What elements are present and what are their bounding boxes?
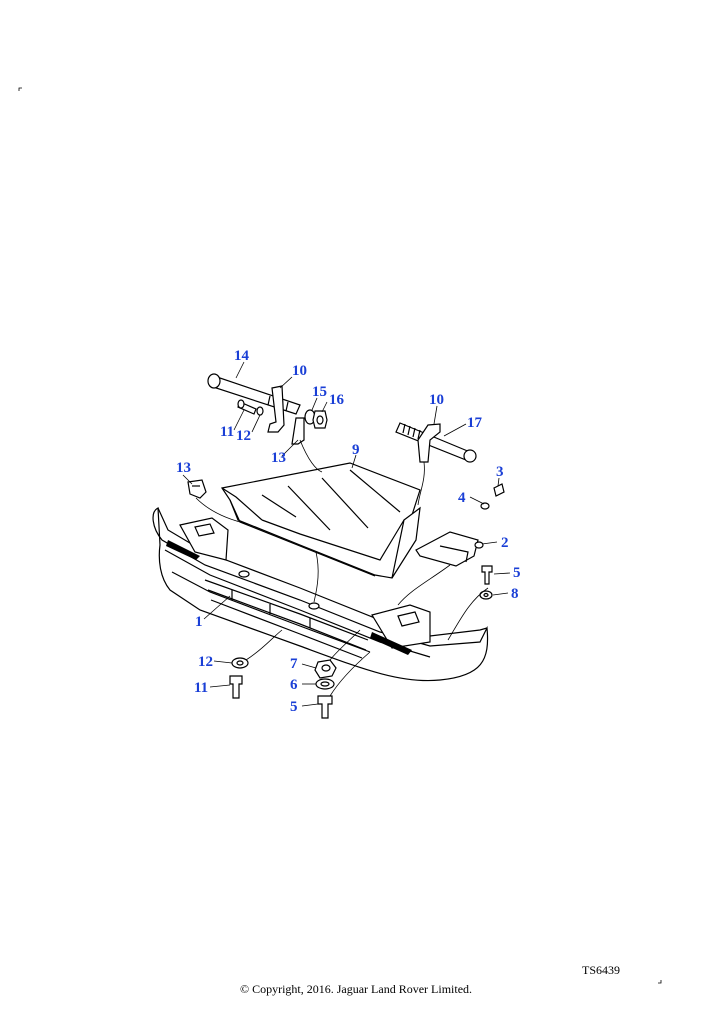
callout-12-lower: 12 (198, 654, 213, 670)
callout-9: 9 (352, 442, 360, 458)
callout-5-right: 5 (513, 565, 521, 581)
corner-mark-bottom-right (658, 980, 662, 984)
callout-14: 14 (234, 348, 250, 364)
clip-13-left (187, 479, 207, 499)
corner-mark-top-left (18, 87, 22, 91)
callout-13-upper: 13 (271, 450, 286, 466)
nut-16 (312, 410, 328, 429)
callout-7: 7 (290, 656, 298, 672)
bolt-11-lower (229, 675, 243, 699)
callout-1: 1 (195, 614, 203, 630)
washer-12-lower (231, 657, 249, 669)
washer-6 (315, 678, 335, 690)
mounting-bar-left (207, 373, 305, 445)
mounting-bar-right (395, 422, 477, 463)
copyright-notice: © Copyright, 2016. Jaguar Land Rover Lim… (239, 982, 473, 996)
washer-12-upper (256, 406, 264, 416)
side-bracket (415, 531, 484, 567)
callout-2: 2 (501, 535, 509, 551)
callout-3: 3 (496, 464, 504, 480)
undertray-panel (221, 462, 421, 579)
callout-5-lower: 5 (290, 699, 298, 715)
washer-8 (479, 590, 493, 600)
callout-11-upper: 11 (220, 424, 234, 440)
callout-labels: 14 10 15 16 11 12 13 9 10 17 3 4 13 2 5 … (176, 348, 521, 715)
callout-13-left: 13 (176, 460, 191, 476)
callout-6: 6 (290, 677, 298, 693)
clip-3 (493, 483, 505, 497)
callout-16: 16 (329, 392, 345, 408)
nut-7 (314, 659, 337, 679)
callout-10-left: 10 (292, 363, 307, 379)
callout-12-upper: 12 (236, 428, 251, 444)
screw-5-lower (317, 695, 333, 719)
bumper-assembly (152, 507, 489, 682)
bolt-11-upper (237, 399, 257, 415)
callout-11-lower: 11 (194, 680, 208, 696)
nut-4 (480, 502, 490, 510)
callout-10-right: 10 (429, 392, 444, 408)
leader-lines (182, 361, 511, 707)
callout-17: 17 (467, 415, 483, 431)
callout-8: 8 (511, 586, 519, 602)
callout-4: 4 (458, 490, 466, 506)
screw-5-right (481, 565, 493, 585)
callout-15: 15 (312, 384, 327, 400)
diagram-reference: TS6439 (581, 963, 620, 977)
